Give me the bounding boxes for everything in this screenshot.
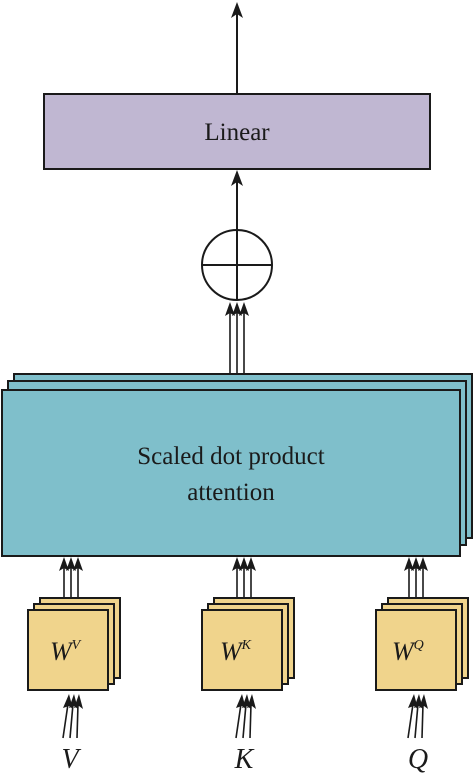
weight-sup-q: Q [414, 638, 424, 653]
weight-block-v: WV V [27, 557, 121, 774]
attention-label-line2: attention [187, 479, 275, 506]
input-q-arrows [407, 694, 428, 739]
linear-box [43, 93, 431, 170]
weight-label-q: WQ [392, 637, 424, 666]
input-label-q: Q [408, 744, 428, 774]
weight-sup-v: V [72, 638, 82, 653]
linear-label: Linear [204, 119, 270, 146]
input-k-arrows [235, 694, 256, 739]
input-v-arrows [62, 694, 83, 739]
weight-box-q [375, 609, 457, 691]
input-label-v: V [61, 744, 81, 774]
attention-label-line1: Scaled dot product [137, 443, 325, 470]
weight-block-q: WQ Q [375, 557, 469, 774]
wq-to-attention-arrows [404, 557, 428, 600]
weight-sup-k: K [241, 638, 252, 653]
wk-to-attention-arrows [232, 557, 256, 600]
attention-box [1, 389, 461, 557]
output-arrowhead [231, 2, 243, 18]
input-label-k: K [234, 744, 255, 774]
weight-block-k: WK K [201, 557, 295, 774]
weight-box-k [201, 609, 283, 691]
weight-box-v [27, 609, 109, 691]
concat-to-linear-arrowhead [231, 170, 243, 186]
weight-label-k: WK [220, 637, 252, 666]
wv-to-attention-arrows [59, 557, 83, 600]
weight-label-v: WV [50, 637, 82, 666]
